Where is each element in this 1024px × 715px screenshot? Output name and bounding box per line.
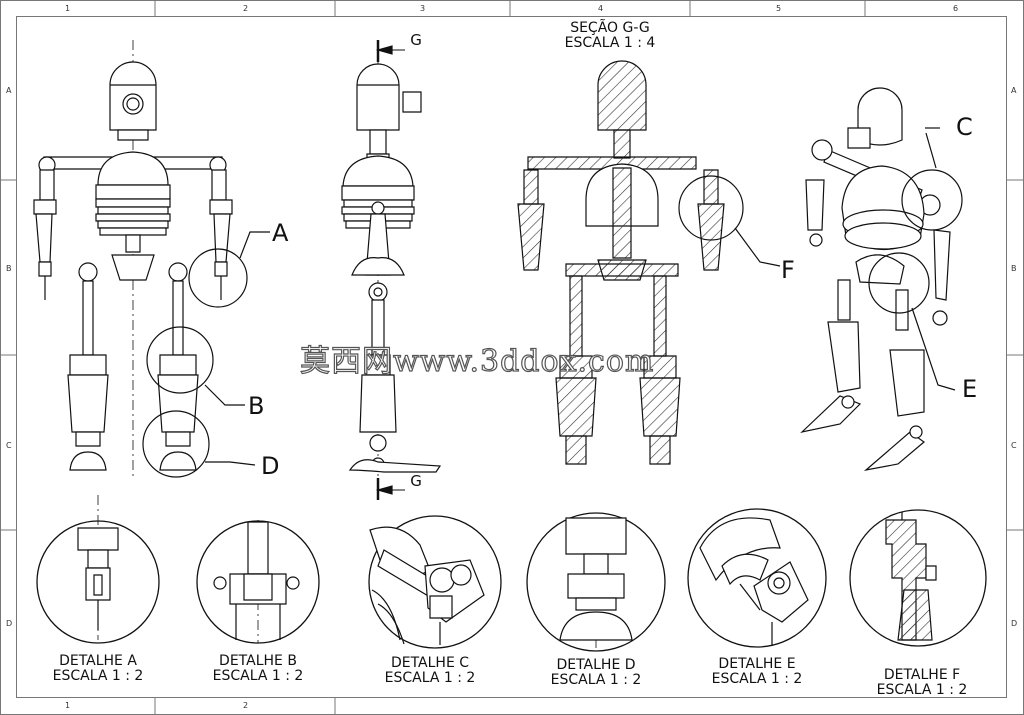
zone-col-6: 6: [953, 4, 959, 13]
detail-d-art: [560, 518, 632, 650]
cut-label-bottom: G: [410, 472, 422, 490]
detail-b-art: [214, 520, 299, 643]
zone-col-2-bottom: 2: [243, 701, 249, 710]
detail-a-scale: ESCALA 1 : 2: [52, 668, 144, 684]
zone-row-d: D: [6, 619, 13, 628]
side-view: [342, 40, 440, 500]
callout-a: A: [272, 219, 289, 247]
zone-col-3: 3: [420, 4, 426, 13]
zone-col-4: 4: [598, 4, 604, 13]
front-view: [34, 40, 270, 480]
callout-e: E: [962, 375, 978, 403]
zone-col-5: 5: [776, 4, 782, 13]
section-scale: ESCALA 1 : 4: [564, 35, 656, 51]
callout-b: B: [248, 392, 265, 420]
detail-f-scale: ESCALA 1 : 2: [876, 682, 968, 698]
zone-col-1: 1: [65, 4, 71, 13]
detail-circles: [37, 509, 986, 651]
detail-f-art: [886, 512, 936, 640]
zone-row-c-right: C: [1011, 441, 1017, 450]
detail-e-art: [700, 518, 808, 646]
zone-col-1-bottom: 1: [65, 701, 71, 710]
isometric-view: [802, 88, 962, 470]
detail-e-scale: ESCALA 1 : 2: [711, 671, 803, 687]
detail-c-art: [370, 527, 484, 645]
callout-d: D: [261, 452, 280, 480]
detail-b-scale: ESCALA 1 : 2: [212, 668, 304, 684]
detail-c-title: DETALHE C: [390, 655, 470, 671]
zone-col-2: 2: [243, 4, 249, 13]
zone-row-d-right: D: [1011, 619, 1018, 628]
callout-c: C: [956, 113, 973, 141]
cut-label-top: G: [410, 31, 422, 49]
zone-row-c: C: [6, 441, 12, 450]
zone-row-a-right: A: [1011, 86, 1017, 95]
detail-a-art: [78, 495, 118, 640]
callout-f: F: [781, 256, 795, 284]
zone-row-b: B: [6, 264, 12, 273]
section-title: SEÇÃO G-G: [570, 20, 650, 36]
zone-row-b-right: B: [1011, 264, 1017, 273]
section-view: [518, 61, 780, 464]
zone-row-a: A: [6, 86, 12, 95]
detail-a-title: DETALHE A: [59, 653, 137, 669]
detail-c-scale: ESCALA 1 : 2: [384, 670, 476, 686]
detail-d-scale: ESCALA 1 : 2: [550, 672, 642, 688]
detail-e-title: DETALHE E: [718, 656, 796, 672]
detail-b-title: DETALHE B: [219, 653, 297, 669]
watermark: 莫西网www.3ddox.com: [299, 343, 655, 379]
detail-f-title: DETALHE F: [883, 667, 961, 683]
detail-d-title: DETALHE D: [556, 657, 636, 673]
